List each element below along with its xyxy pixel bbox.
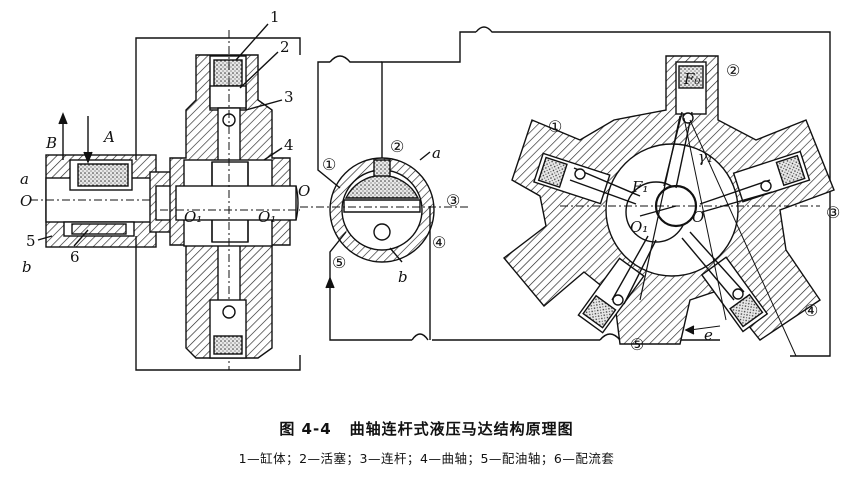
label-2: 2 — [280, 38, 290, 56]
label-5: 5 — [26, 232, 36, 250]
label-circle-4-mid: ④ — [432, 233, 446, 252]
label-circle-1-mid: ① — [322, 155, 336, 174]
distributor-section — [300, 26, 831, 341]
label-O-right-view: O — [692, 208, 704, 226]
diagram-labels: 1 2 3 4 5 6 B A a O b O₁ O₁ O ① ② ③ ④ ⑤ … — [20, 8, 840, 354]
label-circle-1-right: ① — [548, 117, 562, 136]
label-O1-left: O₁ — [184, 208, 202, 226]
figure-title: 曲轴连杆式液压马达结构原理图 — [349, 420, 574, 438]
label-B: B — [45, 134, 57, 152]
label-circle-4-right: ④ — [804, 301, 818, 320]
label-a-mid: a — [432, 144, 441, 162]
label-1: 1 — [270, 8, 280, 26]
label-circle-5-right: ⑤ — [630, 335, 644, 354]
label-O: O — [20, 192, 32, 210]
label-e: e — [704, 326, 713, 344]
label-O1-right: O₁ — [258, 208, 276, 226]
label-O-shaft: O — [298, 182, 310, 200]
label-circle-2-right: ② — [726, 61, 740, 80]
label-3: 3 — [284, 88, 294, 106]
label-b-mid: b — [398, 268, 408, 286]
figure-legend: 1—缸体；2—活塞；3—连杆；4—曲轴；5—配油轴；6—配流套 — [238, 451, 615, 466]
caption-title-row: 图 4-4 曲轴连杆式液压马达结构原理图 — [0, 418, 853, 439]
label-F0: F₀ — [683, 70, 700, 88]
hydraulic-motor-diagram: 1 2 3 4 5 6 B A a O b O₁ O₁ O ① ② ③ ④ ⑤ … — [20, 8, 840, 371]
label-circle-2-mid: ② — [390, 137, 404, 156]
figure-number: 图 4-4 — [279, 420, 332, 438]
label-O1-right-view: O₁ — [630, 218, 648, 236]
label-A: A — [102, 128, 115, 146]
radial-motor-section — [502, 55, 835, 357]
figure-caption: 图 4-4 曲轴连杆式液压马达结构原理图 1—缸体；2—活塞；3—连杆；4—曲轴；… — [0, 418, 853, 467]
label-circle-3-right: ③ — [826, 203, 840, 222]
label-b: b — [22, 258, 32, 276]
label-a: a — [20, 170, 29, 188]
label-circle-3-mid: ③ — [446, 191, 460, 210]
label-F1: F₁ — [631, 178, 648, 196]
side-section-view — [30, 23, 301, 371]
label-6: 6 — [70, 248, 80, 266]
label-4: 4 — [284, 136, 294, 154]
label-gamma: γ₁ — [698, 148, 713, 166]
label-circle-5-mid: ⑤ — [332, 253, 346, 272]
